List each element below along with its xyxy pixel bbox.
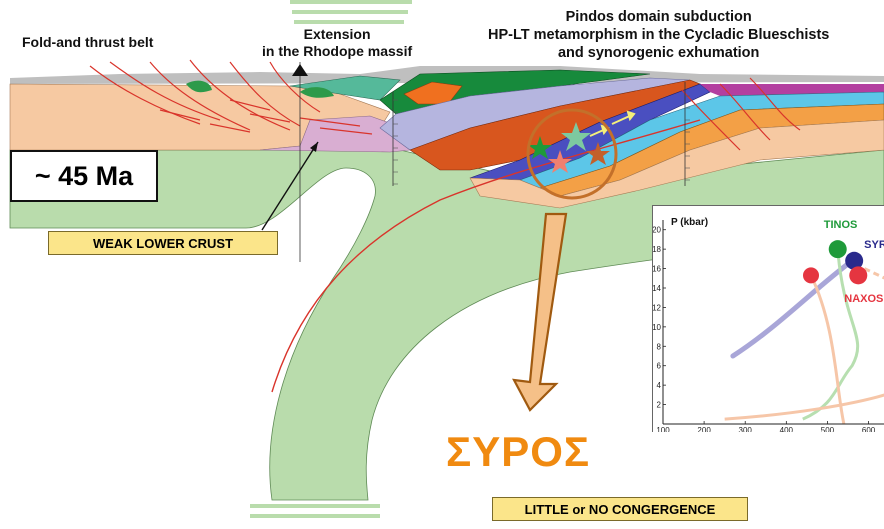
pt-y-tick-label: 8: [657, 342, 662, 351]
pt-x-tick-label: 400: [780, 426, 794, 432]
label-pindos: Pindos domain subduction HP-LT metamorph…: [488, 8, 829, 62]
pt-y-tick-label: 18: [653, 245, 662, 254]
pt-x-tick-label: 600: [862, 426, 876, 432]
extension-marker-triangle: [292, 64, 308, 76]
pt-x-tick-label: 500: [821, 426, 835, 432]
label-pindos-line2: HP-LT metamorphism in the Cycladic Blues…: [488, 27, 830, 43]
pt-x-tick-label: 200: [697, 426, 711, 432]
pt-x-tick-label: 300: [739, 426, 753, 432]
syros-highlight-circle: [526, 108, 618, 200]
slab-boundary-line: [271, 119, 701, 393]
star-green: [528, 136, 552, 159]
big-down-arrow: [512, 212, 568, 412]
age-label: ~ 45 Ma: [10, 150, 158, 202]
label-extension: Extension in the Rhodope massif: [262, 26, 412, 60]
weak-lower-crust-callout: WEAK LOWER CRUST: [48, 231, 278, 255]
pt-y-tick-label: 16: [653, 265, 662, 274]
syros-title: ΣΥΡΟΣ: [446, 428, 591, 475]
thrust-faults: [89, 59, 801, 151]
pt-point-naxos: [849, 266, 868, 285]
pt-y-tick-label: 6: [657, 362, 662, 371]
green-blob: [300, 87, 334, 98]
pt-island-label-naxos: NAXOS: [844, 293, 884, 306]
pt-y-tick-label: 10: [653, 323, 662, 332]
pt-path-tinos: [802, 249, 860, 421]
pt-path-naxos: [809, 274, 846, 425]
green-blob: [186, 80, 212, 93]
pt-island-label-syros: SYROS: [864, 238, 884, 251]
pt-y-axis-label: P (kbar): [671, 217, 709, 228]
pt-path-base: [724, 393, 884, 421]
pt-island-label-tinos: TINOS: [823, 219, 858, 232]
pt-point-syros: [845, 251, 864, 270]
pt-x-tick-label: 100: [656, 426, 670, 432]
top-break-bar: [292, 10, 408, 14]
pt-path-syros: [730, 258, 855, 359]
top-break-bar: [290, 0, 412, 4]
star-brown: [586, 142, 610, 165]
pt-y-tick-label: 20: [653, 226, 662, 235]
label-pindos-line1: Pindos domain subduction: [565, 9, 752, 25]
reference-ticks: [393, 95, 690, 185]
star-teal: [561, 122, 591, 151]
pt-point-tinos: [828, 240, 847, 259]
label-extension-line2: in the Rhodope massif: [262, 43, 413, 59]
pt-point-extra: [803, 267, 819, 284]
top-break-bar: [294, 20, 404, 24]
pt-y-tick-label: 2: [657, 401, 662, 410]
weak-crust-pointer-head: [310, 142, 318, 152]
bottom-break-bar: [250, 504, 380, 508]
label-extension-line1: Extension: [303, 26, 371, 42]
pt-diagram-inset: 2 4 6 8 10 12 14 16 18 20 100 200 300 400 500 600 P (kb…: [652, 205, 884, 432]
label-fold-thrust-belt: Fold-and thrust belt: [22, 34, 154, 50]
little-convergence-callout: LITTLE or NO CONGERGENCE: [492, 497, 748, 521]
pt-y-tick-label: 12: [653, 303, 662, 312]
label-pindos-line3: and synorogenic exhumation: [557, 45, 760, 61]
pt-diagram-svg: 2 4 6 8 10 12 14 16 18 20 100 200 300 400 500 600: [653, 220, 884, 432]
reference-column: [299, 62, 686, 262]
bottom-break-bar: [250, 514, 380, 518]
orange-klippe: [403, 81, 463, 105]
weak-crust-pointer: [261, 141, 319, 231]
pt-y-tick-label: 4: [657, 381, 662, 390]
star-pink: [548, 150, 572, 173]
pt-path-dashed: [863, 267, 884, 280]
pt-y-tick-label: 14: [653, 284, 662, 293]
